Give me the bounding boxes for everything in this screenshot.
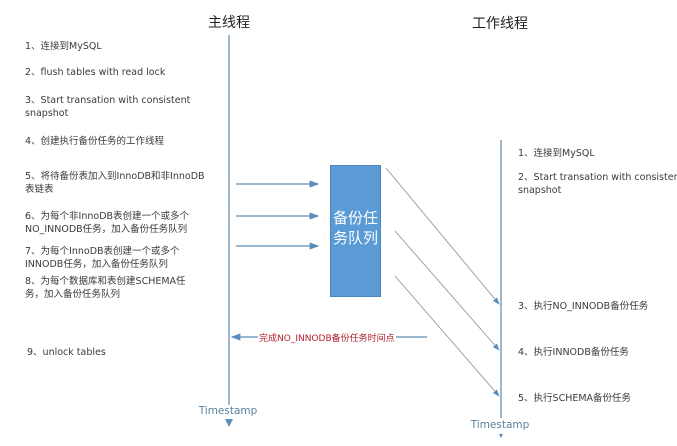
step-text: 2、Start transation with consistent xyxy=(518,172,677,183)
main-step-1: 1、连接到MySQL xyxy=(25,40,102,53)
return-note: 完成NO_INNODB备份任务时间点 xyxy=(258,331,396,344)
main-step-2: 2、flush tables with read lock xyxy=(25,66,165,79)
step-text: 1、连接到MySQL xyxy=(25,41,102,52)
main-step-4: 4、创建执行备份任务的工作线程 xyxy=(25,135,164,148)
queue-label: 备份任 xyxy=(332,209,378,227)
step-text: 务，加入备份任务队列 xyxy=(25,289,121,300)
step-text: 8、为每个数据库和表创建SCHEMA任 xyxy=(25,276,186,287)
step-text: 5、将待备份表加入到InnoDB和非InnoDB xyxy=(25,171,205,182)
worker-timeline-arrowhead xyxy=(499,434,503,438)
worker-timestamp-label: Timestamp xyxy=(470,419,530,431)
step-text: 2、flush tables with read lock xyxy=(25,67,166,78)
step-text: 3、执行NO_INNODB备份任务 xyxy=(518,301,649,312)
worker-step-4: 4、执行INNODB备份任务 xyxy=(518,346,629,359)
main-step-7: 7、为每个InnoDB表创建一个或多个 INNODB任务，加入备份任务队列 xyxy=(25,245,180,271)
step-text: snapshot xyxy=(25,108,69,119)
worker-step-2: 2、Start transation with consistent snapsh… xyxy=(518,171,677,197)
step-text: 4、执行INNODB备份任务 xyxy=(518,347,629,358)
queue-label: 务队列 xyxy=(332,229,378,247)
step-text: 7、为每个InnoDB表创建一个或多个 xyxy=(25,246,180,257)
step-text: 5、执行SCHEMA备份任务 xyxy=(518,393,632,404)
worker-thread-title: 工作线程 xyxy=(472,16,528,32)
dequeue-arrow-1 xyxy=(385,167,500,305)
main-timestamp-label: Timestamp xyxy=(198,405,258,417)
main-step-8: 8、为每个数据库和表创建SCHEMA任务，加入备份任务队列 xyxy=(25,275,186,301)
dequeue-arrow-2 xyxy=(394,230,500,351)
step-text: INNODB任务，加入备份任务队列 xyxy=(25,259,168,270)
backup-task-queue: 备份任务队列 xyxy=(330,165,381,297)
step-text: NO_INNODB任务，加入备份任务队列 xyxy=(25,224,188,235)
step-text: 4、创建执行备份任务的工作线程 xyxy=(25,136,165,147)
main-step-3: 3、Start transation with consistent snapsh… xyxy=(25,94,190,120)
step-text: 6、为每个非InnoDB表创建一个或多个 xyxy=(25,211,190,222)
main-step-5: 5、将待备份表加入到InnoDB和非InnoDB 表链表 xyxy=(25,170,205,196)
main-step-6: 6、为每个非InnoDB表创建一个或多个 NO_INNODB任务，加入备份任务队列 xyxy=(25,210,189,236)
step-text: 9、unlock tables xyxy=(27,347,106,358)
main-step-9: 9、unlock tables xyxy=(27,346,106,359)
step-text: snapshot xyxy=(518,185,562,196)
step-text: 3、Start transation with consistent xyxy=(25,95,191,106)
worker-step-5: 5、执行SCHEMA备份任务 xyxy=(518,392,631,405)
step-text: 表链表 xyxy=(25,184,54,195)
main-timeline-arrowhead xyxy=(225,419,233,427)
worker-step-3: 3、执行NO_INNODB备份任务 xyxy=(518,300,648,313)
main-thread-title: 主线程 xyxy=(208,15,250,31)
worker-step-1: 1、连接到MySQL xyxy=(518,147,595,160)
step-text: 1、连接到MySQL xyxy=(518,148,595,159)
dequeue-arrow-3 xyxy=(394,275,500,397)
